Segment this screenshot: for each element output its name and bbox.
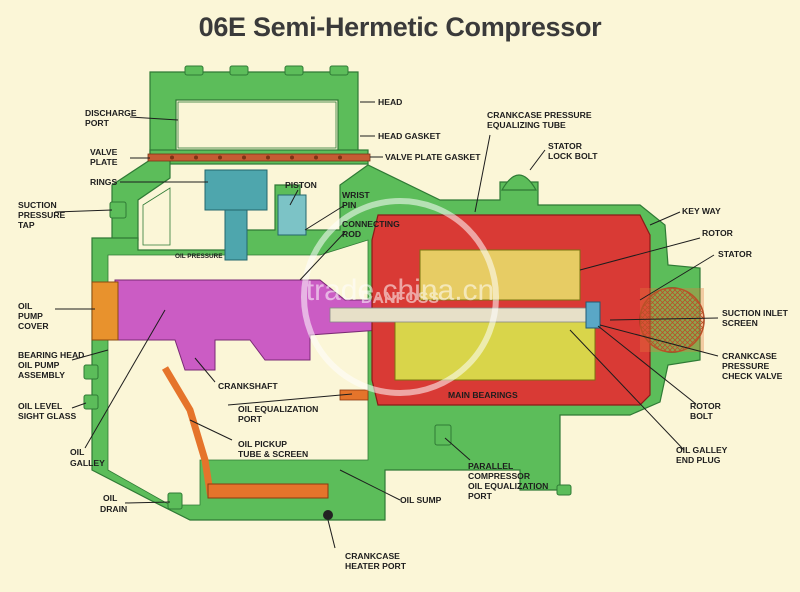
diagram-title: 06E Semi-Hermetic Compressor bbox=[198, 12, 602, 42]
oil-pump-cover bbox=[91, 281, 119, 341]
label-head-gasket: HEAD GASKET bbox=[378, 131, 441, 141]
rotor bbox=[394, 249, 596, 381]
crankshaft bbox=[114, 279, 381, 371]
label-rings: RINGS bbox=[90, 177, 117, 187]
label-rotor: ROTOR bbox=[702, 228, 734, 238]
leader-lines bbox=[54, 101, 719, 549]
label-oil-pressure: OIL PRESSURE bbox=[175, 253, 223, 260]
watermark-stamp: DANFOSS bbox=[361, 290, 440, 307]
main-shaft bbox=[329, 307, 601, 323]
label-crankshaft: CRANKSHAFT bbox=[218, 381, 278, 391]
label-main-bearings: MAIN BEARINGS bbox=[448, 390, 518, 400]
label-valve-plate-gasket: VALVE PLATE GASKET bbox=[385, 152, 481, 162]
head-bolts bbox=[184, 65, 349, 76]
label-key-way: KEY WAY bbox=[682, 206, 721, 216]
watermark: trade.china.cn DANFOSS bbox=[301, 198, 499, 396]
oil-pickup-screen bbox=[207, 483, 329, 499]
label-stator: STATOR bbox=[718, 249, 753, 259]
stator-lock-bolt bbox=[500, 174, 538, 191]
valve-plate bbox=[147, 153, 371, 162]
rotor-bolt bbox=[585, 301, 601, 329]
watermark-text: trade.china.cn bbox=[306, 274, 494, 307]
label-head: HEAD bbox=[378, 97, 402, 107]
suction-inlet-screen bbox=[639, 287, 705, 353]
label-piston: PISTON bbox=[285, 180, 317, 190]
valve-plate-studs bbox=[170, 155, 342, 160]
label-oil-sump: OIL SUMP bbox=[400, 495, 442, 505]
piston bbox=[204, 169, 307, 261]
crankcase-heater-port bbox=[323, 510, 333, 520]
